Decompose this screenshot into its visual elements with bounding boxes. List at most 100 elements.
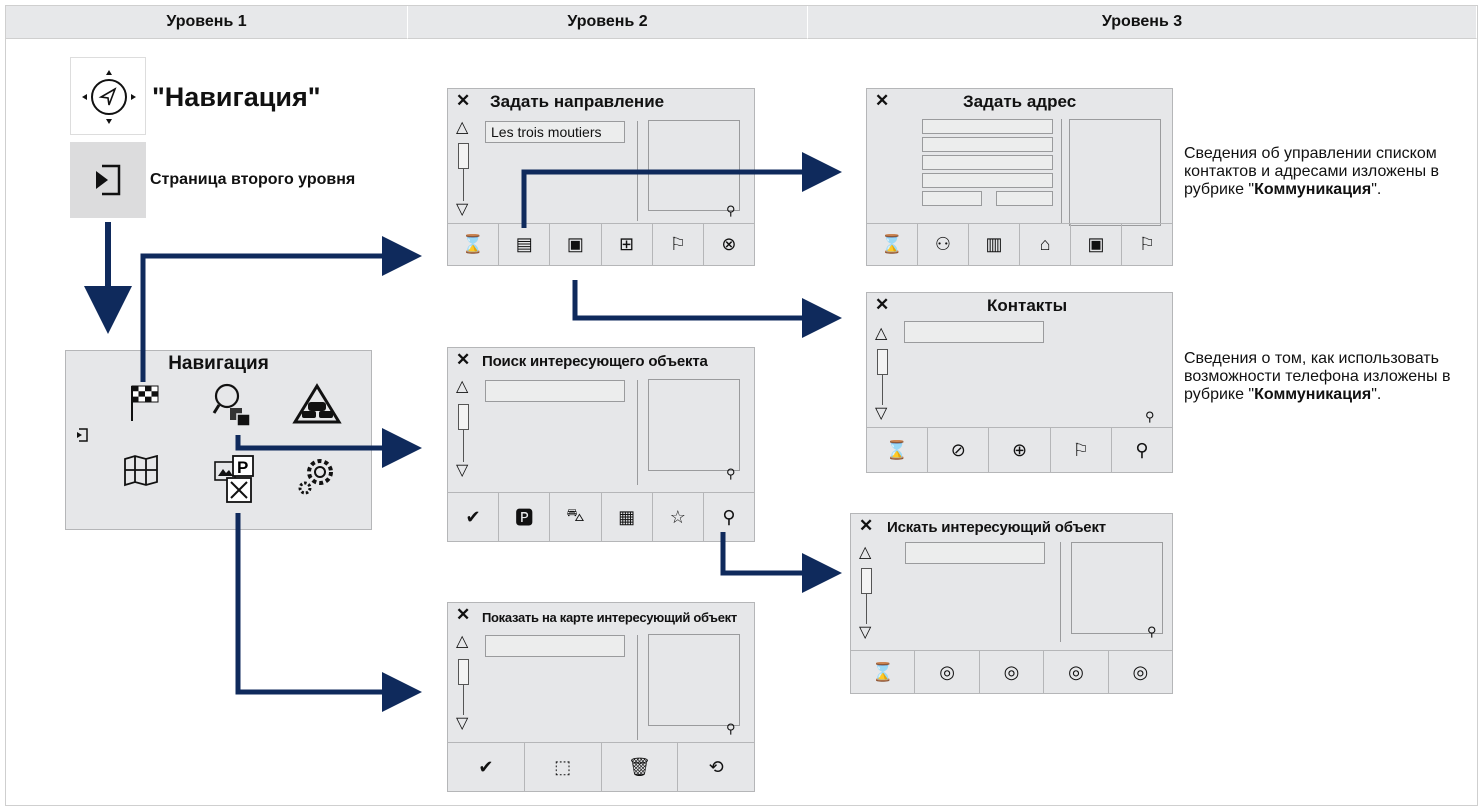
near-navigation-button[interactable]: ◎ — [915, 651, 980, 693]
scrollbar-thumb[interactable] — [861, 568, 872, 594]
map-preview — [648, 379, 740, 471]
destination-input[interactable]: Les trois moutiers — [485, 121, 625, 143]
map-preview — [648, 120, 740, 211]
zoom-list-icon[interactable]: ⚲ — [726, 721, 736, 736]
menu-back-icon[interactable] — [74, 427, 90, 448]
divider — [637, 635, 638, 740]
search-input[interactable] — [485, 380, 625, 402]
search-abc-button[interactable]: ⚲ — [722, 506, 736, 527]
parking-button[interactable]: 🅿 — [499, 493, 551, 541]
history-flag-button[interactable]: ⌛ — [851, 651, 916, 693]
divider — [637, 380, 638, 485]
confirm-check-button[interactable]: ✔ — [448, 493, 500, 541]
poi-button[interactable]: ▥ — [969, 224, 1020, 265]
address-field-5[interactable] — [922, 191, 982, 206]
history-flag-button[interactable]: ⌛ — [867, 428, 929, 472]
zoom-list-icon[interactable]: ⚲ — [726, 203, 736, 218]
scroll-down-icon[interactable]: ▽ — [859, 624, 872, 641]
map-icon[interactable] — [123, 454, 159, 492]
nav-compass-icon[interactable] — [70, 57, 146, 135]
scroll-down-icon[interactable]: ▽ — [456, 715, 469, 732]
parking-restaurant-icon[interactable]: P — [213, 454, 257, 509]
arrow-parking-to-map — [235, 513, 422, 712]
divider — [1060, 542, 1061, 642]
scroll-up-icon[interactable]: △ — [859, 544, 872, 561]
scroll-down-icon[interactable]: ▽ — [875, 405, 888, 422]
address-field-4[interactable] — [922, 173, 1053, 188]
scrollbar-thumb[interactable] — [458, 404, 469, 430]
scroll-up-icon[interactable]: △ — [456, 378, 469, 395]
poi-search-icon[interactable] — [211, 381, 255, 432]
delete-trash-button[interactable]: 🗑 — [602, 743, 679, 791]
car-button[interactable]: ⛍ — [550, 493, 602, 541]
scrollbar-track — [463, 430, 464, 462]
scrollbar-thumb[interactable] — [458, 659, 469, 685]
gps-point-button[interactable]: ⊗ — [721, 234, 737, 254]
screen-title: Задать адрес — [963, 92, 1077, 111]
address-field-1[interactable] — [922, 119, 1053, 134]
search-abc-button[interactable]: ⚲ — [1135, 439, 1149, 460]
favorite-star-button[interactable]: ☆ — [653, 493, 704, 541]
screen-title: Показать на карте интересующий объект — [482, 610, 737, 625]
settings-gear-icon[interactable] — [296, 455, 336, 502]
add-flag-button[interactable]: ⚐ — [1138, 234, 1156, 254]
contact-search-input[interactable] — [904, 321, 1044, 343]
in-city-button[interactable]: ◎ — [1132, 661, 1149, 682]
address-field-2[interactable] — [922, 137, 1053, 152]
scroll-down-icon[interactable]: ▽ — [456, 201, 469, 218]
search-input[interactable] — [905, 542, 1045, 564]
card-button[interactable]: ▤ — [499, 224, 551, 265]
add-flag-button[interactable]: ⚐ — [1051, 428, 1112, 472]
scrollbar-thumb[interactable] — [458, 143, 469, 169]
close-icon[interactable]: ✕ — [859, 516, 874, 535]
scrollbar-thumb[interactable] — [877, 349, 888, 375]
info-contacts-note: Сведения об управлении списком контактов… — [1184, 145, 1440, 198]
coordinates-button[interactable]: ⚇ — [918, 224, 969, 265]
map-preview — [1069, 119, 1161, 226]
screen-title: Поиск интересующего объекта — [482, 353, 708, 370]
confirm-check-button[interactable]: ✔ — [448, 743, 525, 791]
save-button[interactable]: ▣ — [1071, 224, 1122, 265]
divider — [1061, 119, 1062, 224]
close-icon[interactable]: ✕ — [875, 91, 890, 110]
flag-icon[interactable] — [128, 383, 162, 428]
enter-icon[interactable] — [70, 142, 146, 218]
address-field-3[interactable] — [922, 155, 1053, 170]
scroll-up-icon[interactable]: △ — [875, 325, 888, 342]
zoom-list-icon[interactable]: ⚲ — [1147, 624, 1157, 639]
contacts-screen: ✕ Контакты △ ▽ ⚲ ⌛ ⊘ ⊕ ⚐ ⚲ — [866, 292, 1173, 473]
near-destination-button[interactable]: ◎ — [1044, 651, 1109, 693]
scroll-down-icon[interactable]: ▽ — [456, 462, 469, 479]
traffic-icon[interactable] — [292, 383, 342, 430]
scroll-up-icon[interactable]: △ — [456, 633, 469, 650]
zoom-list-icon[interactable]: ⚲ — [726, 466, 736, 481]
svg-text:P: P — [237, 458, 248, 477]
map-select-button[interactable]: ⊞ — [602, 224, 653, 265]
search-input[interactable] — [485, 635, 625, 657]
close-icon[interactable]: ✕ — [456, 350, 471, 369]
close-icon[interactable]: ✕ — [456, 605, 471, 624]
zoom-list-icon[interactable]: ⚲ — [1145, 409, 1155, 424]
scroll-up-icon[interactable]: △ — [456, 119, 469, 136]
home-button[interactable]: ⌂ — [1020, 224, 1071, 265]
contacts-book-button[interactable]: ▣ — [550, 224, 602, 265]
address-field-6[interactable] — [996, 191, 1053, 206]
selection-button[interactable]: ⬚ — [525, 743, 602, 791]
header-level-3: Уровень 3 — [808, 6, 1477, 39]
arrow-search-poi — [720, 532, 842, 593]
history-flag-button[interactable]: ⌛ — [867, 224, 918, 265]
header-level-2: Уровень 2 — [408, 6, 808, 39]
set-address-screen: ✕ Задать адрес ⌛ ⚇ ▥ ⌂ ▣ ⚐ — [866, 88, 1173, 266]
close-icon[interactable]: ✕ — [456, 91, 471, 110]
history-flag-button[interactable]: ⌛ — [448, 224, 500, 265]
navigate-contact-button[interactable]: ⊘ — [928, 428, 990, 472]
add-contact-button[interactable]: ⊕ — [989, 428, 1051, 472]
close-icon[interactable]: ✕ — [875, 295, 890, 314]
header-level-1: Уровень 1 — [6, 6, 408, 39]
menu-title: Навигация — [168, 353, 269, 374]
near-vehicle-button[interactable]: ◎ — [980, 651, 1045, 693]
map-preview — [1071, 542, 1163, 634]
flag-button[interactable]: ⚐ — [653, 224, 704, 265]
usb-import-button[interactable]: ⟲ — [708, 756, 724, 777]
hotel-button[interactable]: ▦ — [602, 493, 653, 541]
